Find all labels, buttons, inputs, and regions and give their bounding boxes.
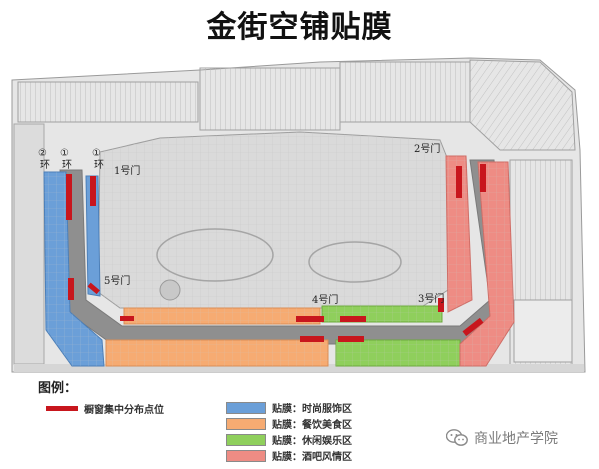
legend-swatch-blue (226, 401, 266, 414)
gate-4-label: 4号门 (312, 293, 338, 306)
ring-labels: ② 环 ① 环 ① 环 (38, 148, 104, 171)
ring-2-text: 环 (40, 160, 50, 171)
legend-swatch-pink (226, 449, 266, 462)
legend-label: 贴膜：休闲娱乐区 (272, 436, 352, 447)
legend-label: 贴膜：时尚服饰区 (272, 404, 352, 415)
wechat-icon (446, 429, 468, 446)
legend-label: 贴膜：餐饮美食区 (272, 420, 352, 431)
legend-item-leisure: 贴膜：休闲娱乐区 (226, 432, 352, 447)
gate-1-label: 1号门 (114, 164, 140, 177)
zone-bar (445, 155, 515, 367)
window-marker (68, 278, 74, 300)
zone-dining (105, 307, 329, 367)
window-marker (338, 336, 364, 342)
page-title: 金街空铺贴膜 (206, 10, 393, 45)
legend-swatch-green (226, 433, 266, 446)
legend-swatch-orange (226, 417, 266, 430)
ring-2-num: ② (38, 148, 47, 159)
gate-2-label: 2号门 (414, 142, 440, 155)
wechat-watermark: 商业地产学院 (446, 428, 558, 448)
window-marker (462, 317, 484, 337)
gate-labels: 1号门 2号门 3号门 4号门 5号门 (104, 142, 444, 306)
gate-5-label: 5号门 (104, 274, 130, 287)
window-marker (438, 298, 444, 312)
legend-item-fashion: 贴膜：时尚服饰区 (226, 400, 352, 415)
gate-3-label: 3号门 (418, 292, 444, 305)
watermark-text: 商业地产学院 (474, 431, 558, 447)
legend-label: 橱窗集中分布点位 (84, 405, 164, 416)
legend-item-window: 橱窗集中分布点位 (46, 401, 164, 416)
window-markers (66, 164, 486, 342)
window-marker (90, 176, 96, 206)
window-marker (480, 164, 486, 192)
window-marker (340, 316, 366, 322)
window-marker (300, 336, 324, 342)
ring-1a-num: ① (60, 148, 69, 159)
ring-1b-text: 环 (94, 160, 104, 171)
legend-title: 图例： (38, 381, 78, 396)
legend-item-bar: 贴膜：酒吧风情区 (226, 448, 352, 463)
window-marker (296, 316, 324, 322)
legend-swatch-red (46, 406, 78, 411)
window-marker (456, 166, 462, 198)
zone-leisure (321, 305, 461, 367)
ring-1a-text: 环 (62, 160, 72, 171)
window-marker (87, 282, 100, 295)
ring-1b-num: ① (92, 148, 101, 159)
window-marker (120, 316, 134, 321)
legend-item-dining: 贴膜：餐饮美食区 (226, 416, 352, 431)
window-marker (66, 174, 72, 220)
central-plaza (97, 131, 449, 309)
legend-label: 贴膜：酒吧风情区 (272, 452, 352, 463)
